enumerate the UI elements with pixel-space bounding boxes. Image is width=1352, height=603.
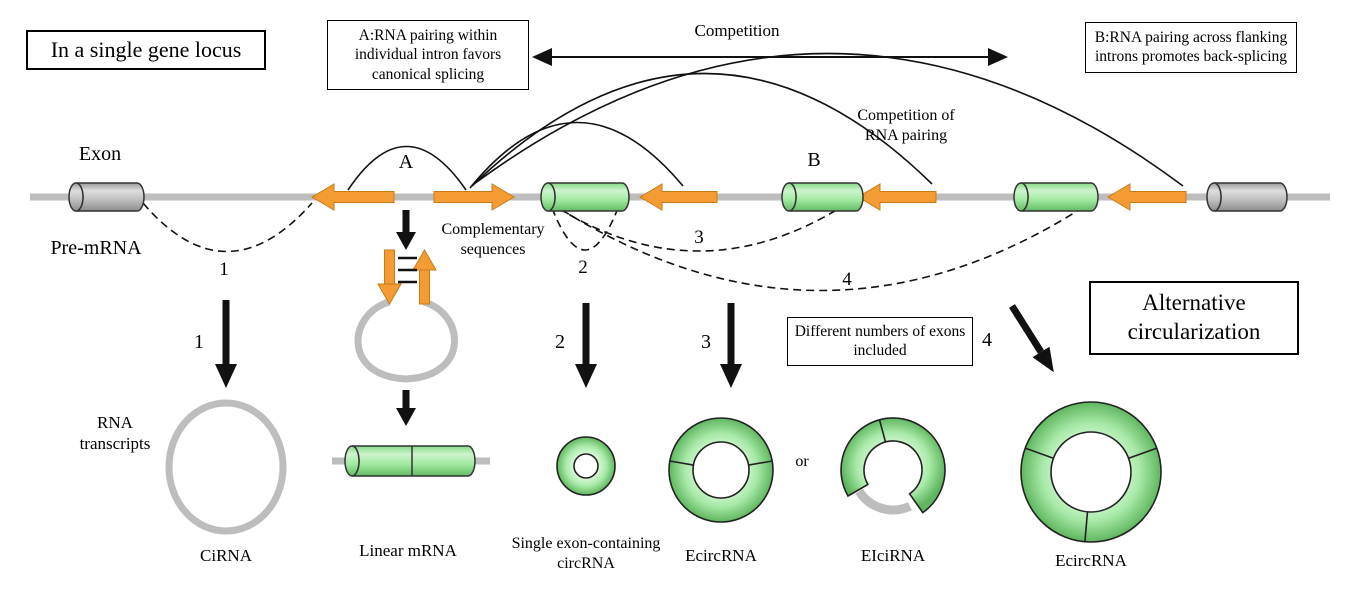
- intronic-repeat-arrows: [311, 183, 1187, 211]
- intron-loop: [354, 298, 459, 383]
- arrow-2-number: 2: [555, 331, 565, 353]
- arc-3-number: 3: [694, 227, 704, 248]
- pre-mrna-label: Pre-mRNA: [50, 237, 142, 259]
- arrowhead-icon: [720, 364, 742, 388]
- arrowhead-icon: [396, 232, 416, 250]
- arrow-1-number: 1: [194, 331, 204, 353]
- arrowhead-icon: [1032, 346, 1054, 373]
- competition-arrow: [532, 48, 1008, 66]
- eicirna-exon-ring: [840, 417, 946, 514]
- exon-cylinders: [68, 182, 1288, 212]
- eicirna-label: EIciRNA: [860, 546, 926, 565]
- exon-gray-right: [1206, 182, 1288, 212]
- rna-pairing-arcs: [347, 52, 1184, 191]
- arrowhead-icon: [575, 364, 597, 388]
- pairing-arc-A: [347, 145, 467, 191]
- repeat-arrow-right-icon: [433, 183, 515, 211]
- locus-title-box: In a single gene locus: [26, 30, 266, 70]
- linear-mrna-label: Linear mRNA: [359, 541, 457, 560]
- ecircrna-medium-donut: [668, 417, 774, 523]
- eicirna-donut: [840, 417, 946, 515]
- competition-label: Competition: [694, 21, 780, 40]
- pairing-arc-short: [469, 121, 684, 189]
- single-exon-circrna-donut: [556, 436, 616, 496]
- site-b-label: B: [807, 149, 821, 171]
- repeat-arrow-icon: [1107, 183, 1187, 211]
- cirna-label: CiRNA: [200, 546, 252, 565]
- dashed-arc-1: [142, 202, 313, 253]
- pairing-a-annotation-box: A:RNA pairing within individual intron f…: [327, 20, 529, 91]
- rna-transcripts-label: RNA transcripts: [79, 413, 151, 454]
- arc-2-number: 2: [578, 257, 588, 278]
- paired-repeat-right-head-icon: [412, 248, 437, 271]
- ecircrna-medium-label: EcircRNA: [685, 546, 757, 565]
- backsplice-dashed-arcs: [142, 202, 1083, 292]
- single-exon-circrna-label: Single exon-containing circRNA: [511, 535, 661, 572]
- paired-repeat-right-icon: [419, 267, 430, 305]
- dashed-arc-4: [561, 207, 1083, 292]
- arrow-4-number: 4: [982, 329, 992, 351]
- paired-repeat-left-head-icon: [377, 283, 402, 306]
- linear-mrna: [332, 445, 490, 477]
- arc-1-number: 1: [219, 259, 229, 280]
- cirna-circle: [165, 399, 287, 535]
- exon-green-3: [1013, 182, 1099, 212]
- repeat-arrow-icon: [639, 183, 718, 211]
- pairing-arc-mid: [471, 72, 933, 187]
- repeat-arrow-left-icon: [311, 183, 395, 211]
- eicirna-retained-intron: [855, 488, 912, 515]
- ecircrna-large-donut: [1020, 401, 1162, 543]
- exon-green-1: [540, 182, 630, 212]
- repeat-arrow-icon: [857, 183, 937, 211]
- arrowhead-left-icon: [532, 48, 552, 66]
- dashed-arc-2: [551, 207, 619, 251]
- arrowhead-icon: [215, 364, 237, 388]
- complementary-pairing: [354, 248, 459, 383]
- arrow-path-4: [1009, 304, 1044, 354]
- basepair-rungs: [398, 256, 417, 284]
- pairing-arc-long: [473, 52, 1184, 187]
- exon-gray-left: [68, 182, 145, 212]
- arc-4-number: 4: [842, 269, 852, 290]
- pairing-b-annotation-box: B:RNA pairing across flanking introns pr…: [1085, 22, 1297, 73]
- complementary-sequences-label: Complementary sequences: [441, 221, 545, 258]
- arrow-3-number: 3: [701, 331, 711, 353]
- competition-of-pairing-label: Competition of RNA pairing: [857, 107, 955, 144]
- paired-repeat-left-icon: [384, 249, 395, 287]
- or-label: or: [795, 453, 809, 470]
- arrowhead-right-icon: [988, 48, 1008, 66]
- arrowhead-icon: [396, 408, 416, 426]
- dashed-arc-3: [557, 205, 844, 252]
- alternative-circularization-box: Alternative circularization: [1089, 281, 1299, 355]
- different-exons-box: Different numbers of exons included: [787, 317, 973, 366]
- ecircrna-large-label: EcircRNA: [1055, 551, 1127, 570]
- exon-green-b: [781, 182, 864, 212]
- exon-label: Exon: [78, 143, 122, 165]
- process-arrows: [215, 210, 1054, 426]
- site-a-label: A: [398, 151, 414, 173]
